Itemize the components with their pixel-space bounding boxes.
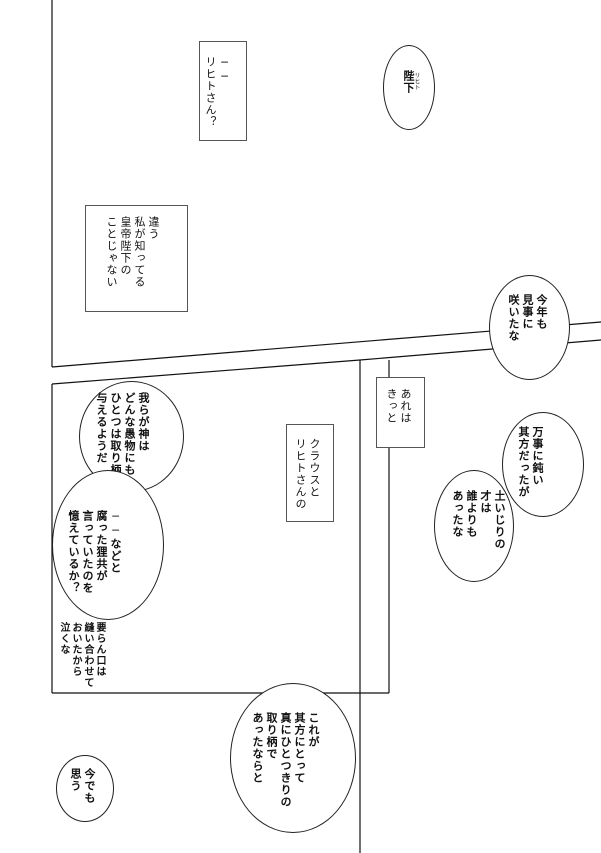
bubble-kotoshi	[489, 275, 570, 380]
caption-chigau: 違う 私が知ってる 皇帝陛下の ことじゃない	[105, 216, 160, 288]
caption-box-klaus	[286, 424, 334, 522]
bubble-kore	[230, 683, 356, 833]
bubble-warera-text: 我らが神は どんな愚物にも ひとつは取り柄を 与えるようだ	[95, 392, 150, 488]
caption-box-chigau	[85, 205, 188, 312]
caption-rihito-san: ── リヒトさん？	[204, 56, 231, 128]
bubble-imademo-text: 今でも 思う	[69, 768, 96, 804]
bubble-imademo	[56, 755, 114, 822]
caption-box-rihito	[199, 41, 247, 141]
ruby-rihito: リヒト	[413, 72, 420, 90]
bubble-banji	[502, 412, 584, 517]
bubble-kusatta	[52, 470, 164, 620]
caption-klaus: クラウスと リヒトさんの	[294, 438, 321, 510]
bubble-kotoshi-text: 今年も 見事に 咲いたな	[507, 294, 548, 342]
bubble-kore-text: これが 其方にとって 真にひとつきりの 取り柄で あったならと	[251, 712, 320, 808]
bubble-tsuchi	[434, 470, 514, 582]
caption-box-ano	[376, 377, 425, 448]
loose-text-yoran: 要らん口は 縫い合わせて おいたから 泣くな	[58, 622, 105, 688]
bubble-kusatta-text: ──などと 腐った狸共が 言っていたのを 憶えているか？	[67, 510, 122, 594]
caption-ano-kitto: あれは きっと	[385, 388, 412, 424]
bubble-heika	[383, 45, 435, 130]
bubble-banji-text: 万事に鈍い 其方だったが	[517, 426, 544, 498]
bubble-tsuchi-text: 土いじりの 才は 誰よりも あったな	[451, 490, 506, 550]
bubble-heika-text: 陛下	[402, 70, 415, 94]
